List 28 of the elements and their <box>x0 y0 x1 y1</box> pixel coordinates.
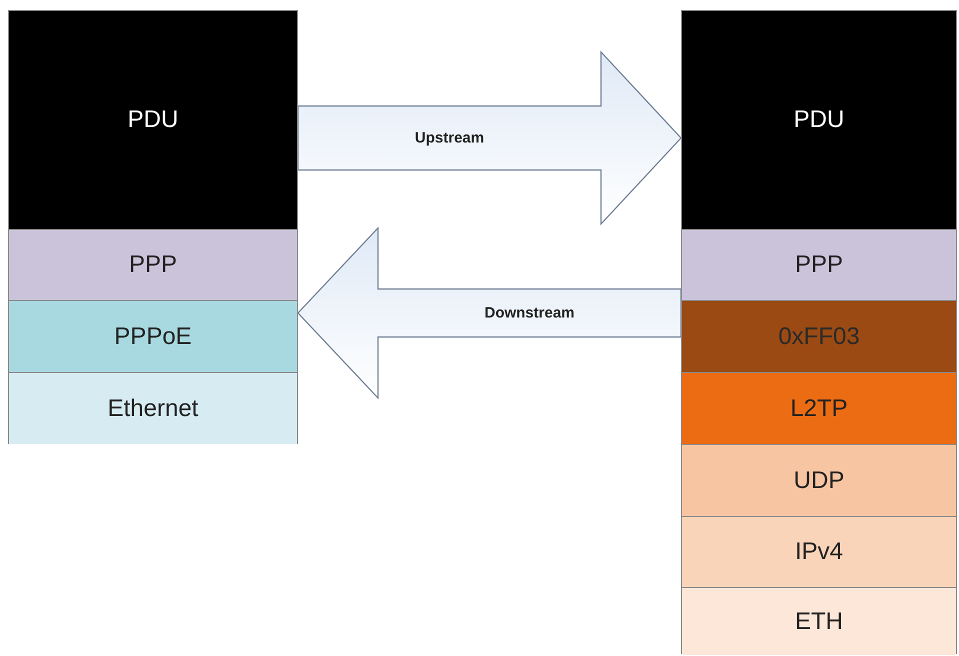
block-arrow <box>297 50 682 226</box>
protocol-layer <box>682 11 956 229</box>
edge-label: Downstream <box>484 304 575 322</box>
layer-label: PPPoE <box>114 322 192 350</box>
layer-label: Ethernet <box>108 394 198 422</box>
protocol-layer <box>9 11 297 229</box>
protocol-layer <box>682 444 956 516</box>
layer-label: PDU <box>128 106 178 134</box>
layer-label: PPP <box>128 251 178 279</box>
layer-label: L2TP <box>790 394 848 422</box>
layer-label: 0xFF03 <box>778 322 860 350</box>
protocol-stack <box>8 10 298 444</box>
block-arrow <box>297 226 682 400</box>
protocol-layer <box>9 300 297 372</box>
layer-label: PDU <box>794 106 844 134</box>
protocol-layer <box>682 372 956 444</box>
protocol-layer <box>682 229 956 300</box>
edge-label: Upstream <box>414 130 484 146</box>
protocol-layer <box>682 300 956 372</box>
layer-label: UDP <box>794 466 844 494</box>
protocol-stack <box>681 10 957 654</box>
layer-label: PPP <box>794 251 844 279</box>
protocol-layer <box>682 587 956 655</box>
protocol-layer <box>9 229 297 300</box>
layer-label: ETH <box>795 608 843 636</box>
protocol-layer <box>9 372 297 444</box>
protocol-layer <box>682 516 956 587</box>
layer-label: IPv4 <box>794 538 844 566</box>
